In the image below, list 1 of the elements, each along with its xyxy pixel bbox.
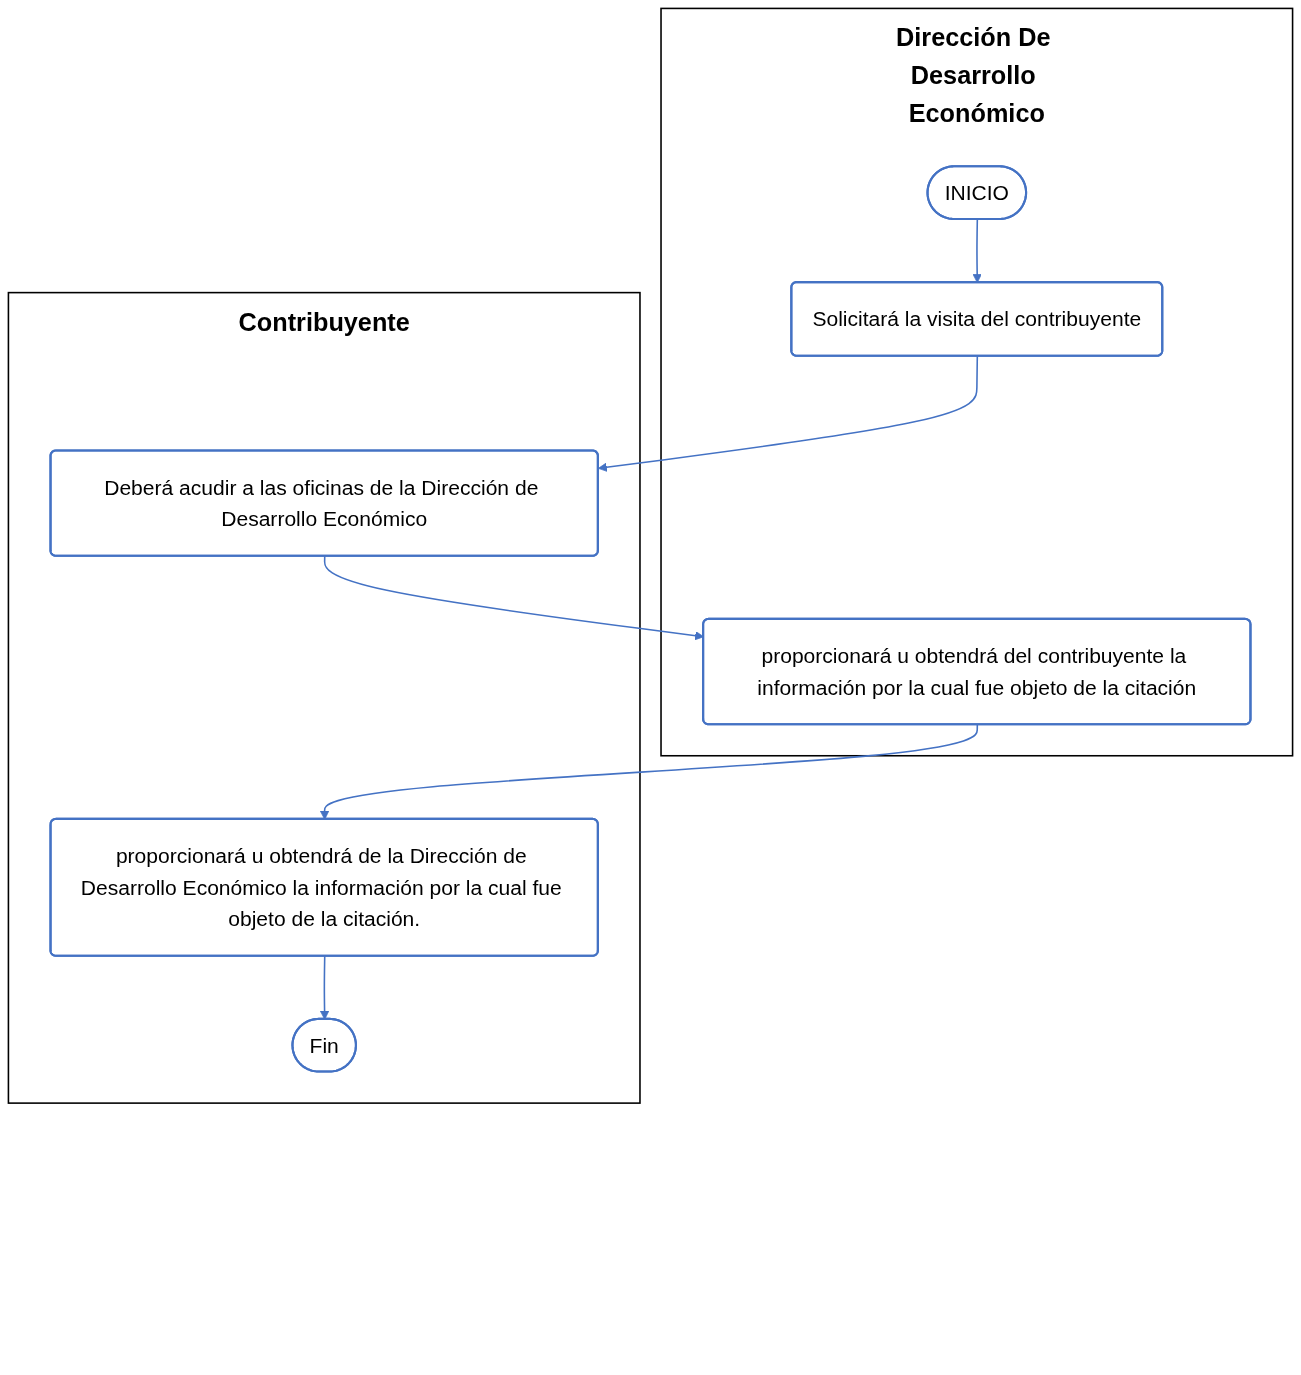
arrow <box>598 355 979 472</box>
